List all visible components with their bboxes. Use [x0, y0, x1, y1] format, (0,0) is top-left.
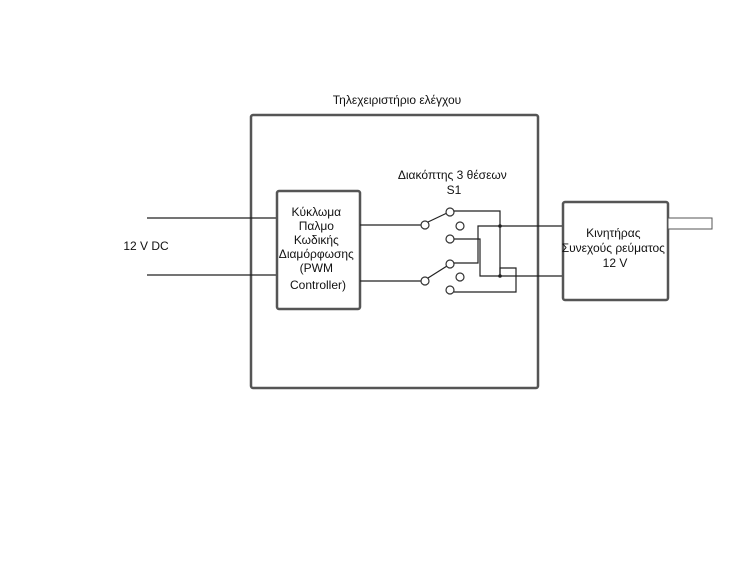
- remote-title: Τηλεχειριστήριο ελέγχου: [333, 93, 462, 107]
- pwm-line-2: Παλμο: [299, 219, 335, 233]
- switch-lever-top: [427, 212, 448, 223]
- switch-label: Διακόπτης 3 θέσεων S1: [398, 168, 510, 197]
- pwm-line-1: Κύκλωμα: [292, 205, 342, 219]
- power-label: 12 V DC: [123, 239, 169, 253]
- motor-shaft: [667, 217, 713, 230]
- pwm-line-4: Διαμόρφωσης: [279, 247, 354, 261]
- pwm-line-6: Controller): [290, 278, 346, 292]
- switch-contact-bottom-2: [455, 272, 465, 282]
- switch-lever-bottom: [427, 265, 448, 279]
- motor-line-1: Κινητήρας: [586, 226, 641, 240]
- switch-line-2: S1: [447, 183, 462, 197]
- switch-contact-top-3: [445, 234, 455, 244]
- switch-line-1: Διακόπτης 3 θέσεων: [398, 168, 507, 182]
- switch-contact-top-2: [455, 221, 465, 231]
- switch-contact-bottom-3: [445, 285, 455, 295]
- switch-common-top: [420, 220, 430, 230]
- switch-contact-top-1: [445, 207, 455, 217]
- wire-contact-top-3: [454, 238, 500, 277]
- wire-contact-bottom-1: [454, 225, 500, 264]
- remote-enclosure: [249, 113, 540, 390]
- switch-common-bottom: [420, 276, 430, 286]
- switch-contact-bottom-1: [445, 259, 455, 269]
- wire-contact-top-1: [454, 210, 501, 276]
- motor-line-2: Συνεχούς ρεύματος: [562, 241, 665, 255]
- wire-contact-bottom-3: [454, 267, 517, 293]
- pwm-line-5: (PWM: [300, 261, 333, 275]
- motor-line-3: 12 V: [603, 256, 628, 270]
- dc-motor-label: Κινητήρας Συνεχούς ρεύματος 12 V: [562, 226, 669, 270]
- dc-motor-block: [561, 200, 670, 302]
- pwm-line-3: Κωδικής: [294, 233, 339, 247]
- pwm-controller-label: Κύκλωμα Παλμο Κωδικής Διαμόρφωσης (PWM C…: [279, 205, 357, 292]
- pwm-controller-block: [275, 189, 362, 311]
